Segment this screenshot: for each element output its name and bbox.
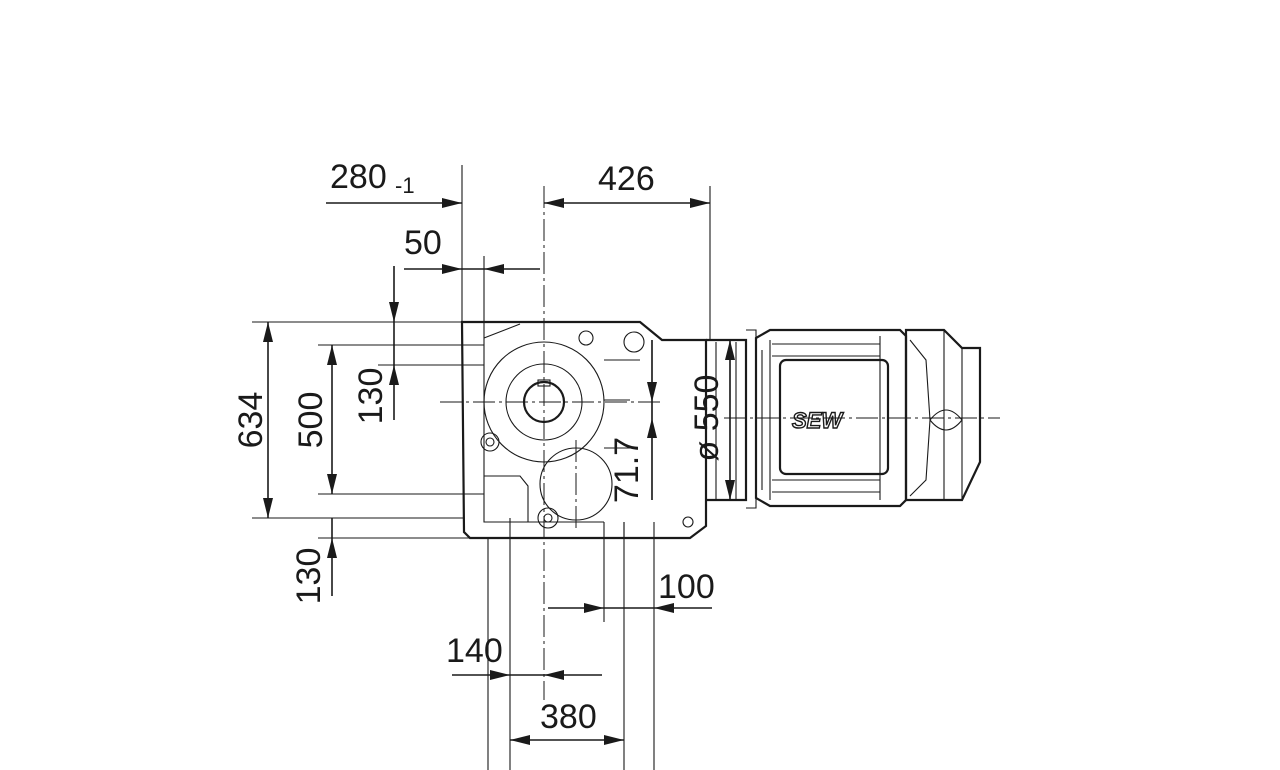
dim-280: 280 <box>330 158 387 196</box>
center-lines <box>440 186 1000 700</box>
dim-130-bottom: 130 <box>290 548 328 605</box>
dim-71-7: 71.7 <box>608 437 646 503</box>
gearbox-housing <box>460 320 708 540</box>
dim-426: 426 <box>598 160 655 198</box>
dimension-labels: 280 -1 426 50 634 500 130 130 71.7 ø 550… <box>232 158 726 736</box>
dim-140: 140 <box>446 632 503 670</box>
dim-280-tolerance: -1 <box>395 173 415 198</box>
dim-50: 50 <box>404 224 442 262</box>
dim-380: 380 <box>540 698 597 736</box>
dim-500: 500 <box>292 392 330 449</box>
dim-130-top: 130 <box>352 368 390 425</box>
dim-100: 100 <box>658 568 715 606</box>
sew-logo: SEW <box>792 408 844 433</box>
dimension-lines <box>263 198 735 745</box>
electric-motor: SEW <box>754 328 982 508</box>
dim-flange-diameter: ø 550 <box>688 375 726 462</box>
dim-634: 634 <box>232 392 270 449</box>
